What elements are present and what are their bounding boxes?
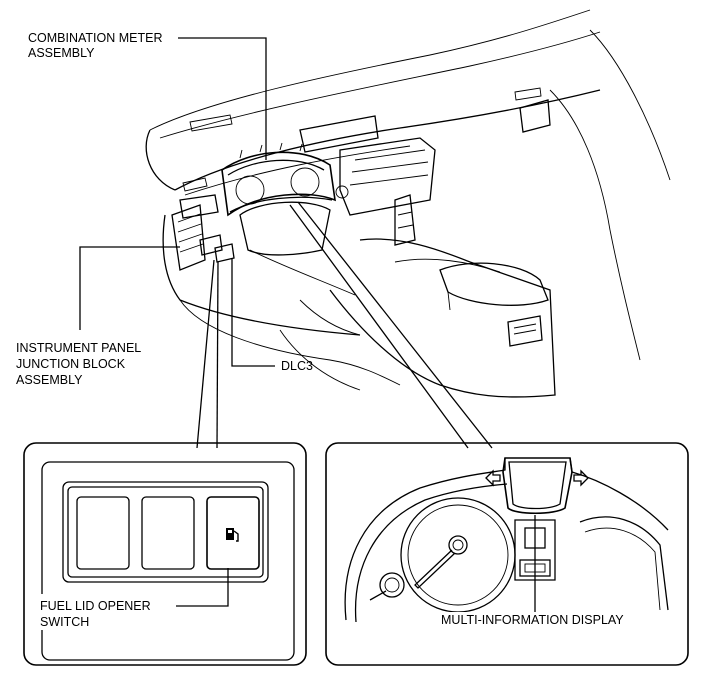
svg-text:JUNCTION BLOCK: JUNCTION BLOCK: [16, 357, 126, 371]
dashboard-illustration: [145, 9, 671, 398]
multi-display-callout: [325, 442, 689, 666]
combination-meter-assembly-drawing: [221, 142, 336, 256]
junction-block-drawing: [171, 204, 235, 271]
fuel-lid-switch-callout: [23, 442, 307, 666]
multi-information-display-label: MULTI-INFORMATION DISPLAY: [436, 612, 652, 628]
svg-text:INSTRUMENT PANEL: INSTRUMENT PANEL: [16, 341, 141, 355]
combination-meter-label: COMBINATION METER ASSEMBLY: [28, 31, 163, 60]
small-gauge-drawing: [369, 572, 405, 601]
leader-lines: [79, 37, 536, 612]
arrow-left-icon: [485, 469, 501, 487]
fuel-lid-switch-label: FUEL LID OPENER SWITCH: [36, 594, 174, 630]
fuel-pump-icon: [226, 528, 239, 542]
svg-text:COMBINATION METER: COMBINATION METER: [28, 31, 163, 45]
arrow-right-icon: [573, 469, 589, 487]
speedometer-gauge-drawing: [400, 497, 516, 613]
svg-text:SWITCH: SWITCH: [40, 615, 89, 629]
svg-text:FUEL LID OPENER: FUEL LID OPENER: [40, 599, 151, 613]
dlc3-label: DLC3: [281, 359, 313, 373]
svg-text:ASSEMBLY: ASSEMBLY: [28, 46, 95, 60]
multi-information-display-drawing: [502, 457, 573, 581]
junction-block-label: INSTRUMENT PANEL JUNCTION BLOCK ASSEMBLY: [16, 341, 141, 387]
svg-text:MULTI-INFORMATION DISPLAY: MULTI-INFORMATION DISPLAY: [441, 613, 624, 627]
svg-text:ASSEMBLY: ASSEMBLY: [16, 373, 83, 387]
